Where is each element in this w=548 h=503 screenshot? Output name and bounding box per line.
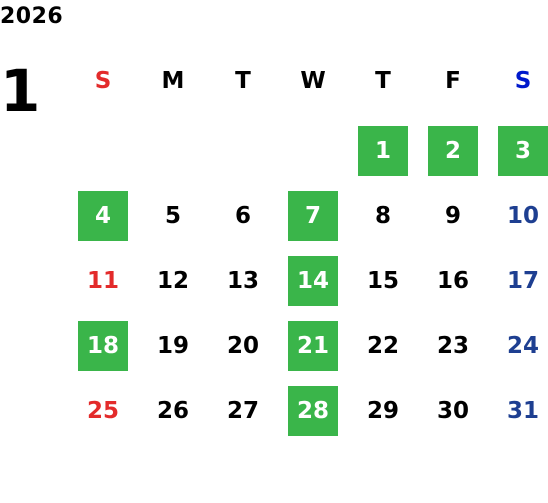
weekday-fri: F (445, 68, 461, 94)
day-cell[interactable]: 30 (418, 378, 488, 443)
day-number-20: 20 (226, 332, 259, 359)
day-cell[interactable]: 13 (208, 248, 278, 313)
day-number-11: 11 (86, 267, 119, 294)
day-number-2: 2 (428, 125, 478, 176)
day-number-16: 16 (436, 267, 469, 294)
day-number-10: 10 (506, 202, 539, 229)
day-cell[interactable]: 17 (488, 248, 548, 313)
day-number-7: 7 (288, 190, 338, 241)
day-number-23: 23 (436, 332, 469, 359)
day-number-14: 14 (288, 255, 338, 306)
day-number-24: 24 (506, 332, 539, 359)
month-number: 1 (0, 57, 41, 125)
day-number-26: 26 (156, 397, 189, 424)
day-cell[interactable]: 3 (488, 118, 548, 183)
day-cell[interactable]: 16 (418, 248, 488, 313)
day-number-15: 15 (366, 267, 399, 294)
day-number-13: 13 (226, 267, 259, 294)
day-number-6: 6 (234, 202, 251, 229)
day-cell[interactable]: 14 (278, 248, 348, 313)
day-number-18: 18 (78, 320, 128, 371)
day-cell[interactable]: 15 (348, 248, 418, 313)
day-cell[interactable]: 20 (208, 313, 278, 378)
year-label: 2026 (0, 4, 64, 29)
weekday-mon: M (161, 68, 185, 94)
weekday-wed: W (300, 68, 326, 94)
day-cell[interactable]: 1 (348, 118, 418, 183)
day-number-1: 1 (358, 125, 408, 176)
day-cell[interactable]: 12 (138, 248, 208, 313)
empty-cell (138, 118, 208, 183)
day-number-4: 4 (78, 190, 128, 241)
day-cell[interactable]: 22 (348, 313, 418, 378)
empty-cell (208, 118, 278, 183)
weekday-tue: T (235, 68, 251, 94)
day-number-5: 5 (164, 202, 181, 229)
day-cell[interactable]: 24 (488, 313, 548, 378)
day-number-30: 30 (436, 397, 469, 424)
day-number-27: 27 (226, 397, 259, 424)
day-cell[interactable]: 8 (348, 183, 418, 248)
empty-cell (68, 118, 138, 183)
weekday-sun: S (94, 68, 112, 94)
day-number-28: 28 (288, 385, 338, 436)
day-number-31: 31 (506, 397, 539, 424)
day-cell[interactable]: 23 (418, 313, 488, 378)
day-cell[interactable]: 31 (488, 378, 548, 443)
day-cell[interactable]: 19 (138, 313, 208, 378)
day-cell[interactable]: 5 (138, 183, 208, 248)
day-number-21: 21 (288, 320, 338, 371)
day-cell[interactable]: 29 (348, 378, 418, 443)
day-cell[interactable]: 10 (488, 183, 548, 248)
day-number-29: 29 (366, 397, 399, 424)
day-cell[interactable]: 11 (68, 248, 138, 313)
day-cell[interactable]: 18 (68, 313, 138, 378)
day-cell[interactable]: 27 (208, 378, 278, 443)
day-cell[interactable]: 4 (68, 183, 138, 248)
day-cell[interactable]: 7 (278, 183, 348, 248)
day-number-3: 3 (498, 125, 548, 176)
empty-cell (278, 118, 348, 183)
day-number-17: 17 (506, 267, 539, 294)
day-number-22: 22 (366, 332, 399, 359)
day-number-8: 8 (374, 202, 391, 229)
weekday-sat: S (514, 68, 532, 94)
day-cell[interactable]: 6 (208, 183, 278, 248)
day-number-25: 25 (86, 397, 119, 424)
day-cell[interactable]: 26 (138, 378, 208, 443)
day-cell[interactable]: 9 (418, 183, 488, 248)
day-number-12: 12 (156, 267, 189, 294)
day-cell[interactable]: 25 (68, 378, 138, 443)
day-cell[interactable]: 2 (418, 118, 488, 183)
day-cell[interactable]: 28 (278, 378, 348, 443)
day-number-19: 19 (156, 332, 189, 359)
day-cell[interactable]: 21 (278, 313, 348, 378)
weekday-thu: T (375, 68, 391, 94)
day-number-9: 9 (444, 202, 461, 229)
